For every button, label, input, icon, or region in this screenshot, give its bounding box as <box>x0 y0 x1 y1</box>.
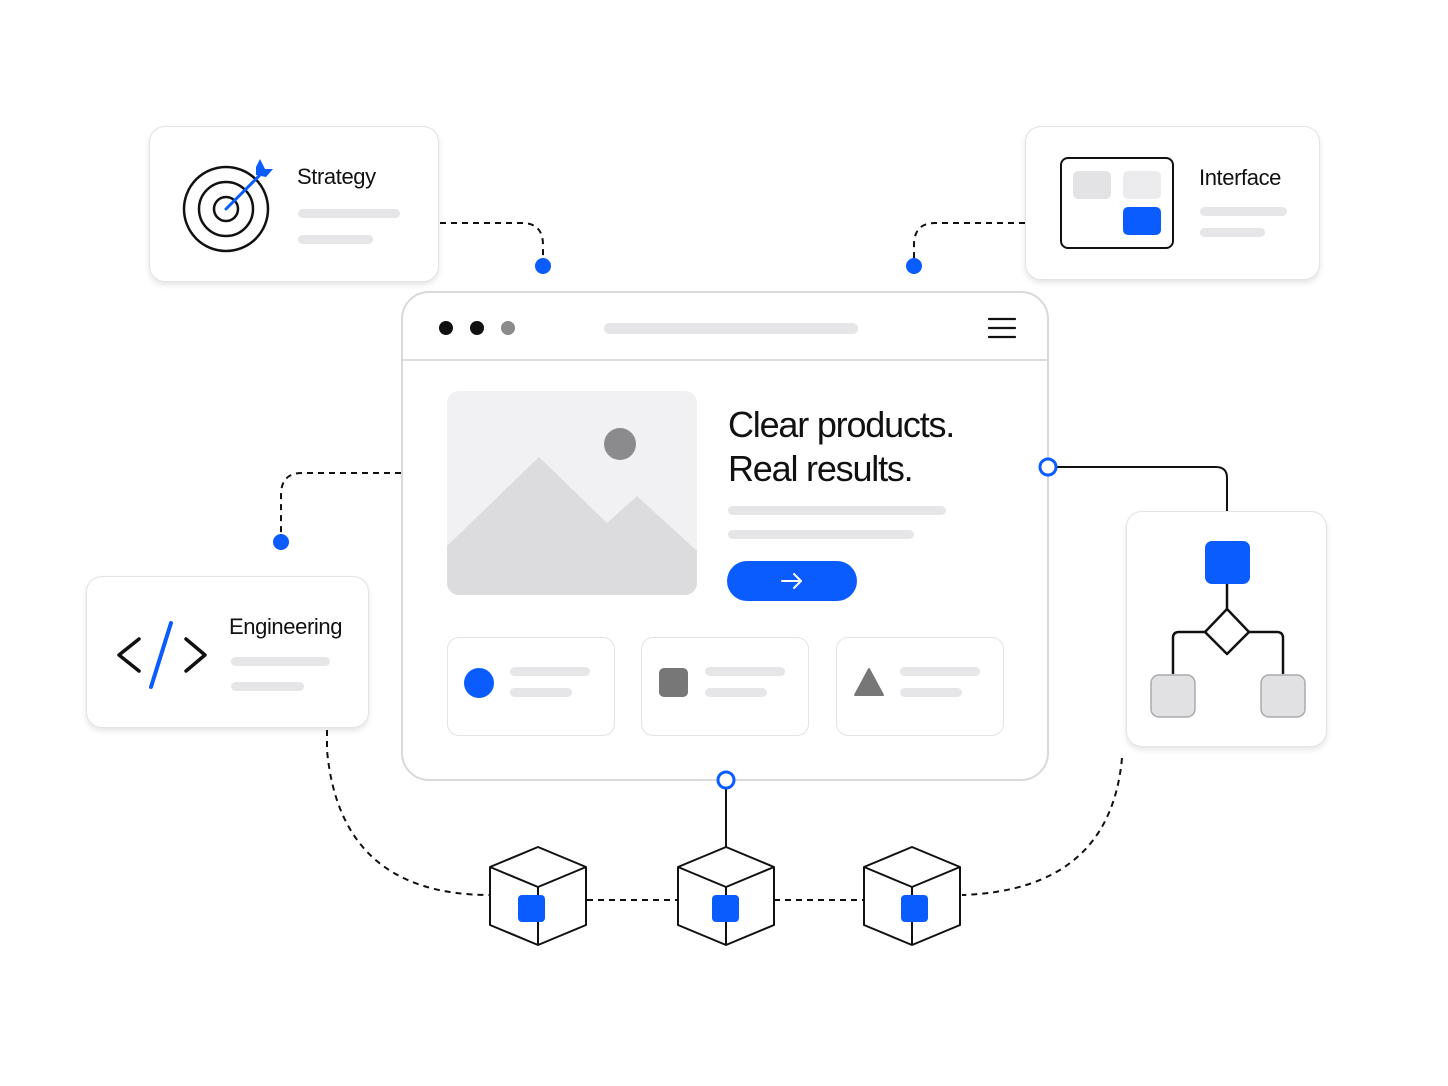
cube-node-2 <box>677 846 775 946</box>
right-bottom-curve <box>961 757 1123 896</box>
flowchart-icon <box>1150 541 1306 718</box>
interface-placeholder-line-2 <box>1200 228 1265 237</box>
triangle-icon <box>854 668 884 696</box>
interface-dot <box>906 258 922 274</box>
feature-1-line-2 <box>510 688 572 697</box>
engineering-placeholder-line-1 <box>231 657 330 666</box>
flowchart-card[interactable] <box>1126 511 1327 747</box>
engineering-title: Engineering <box>229 614 343 639</box>
feature-2-line-1 <box>705 667 785 676</box>
browser-dot-maximize[interactable] <box>501 321 515 335</box>
square-icon <box>659 668 688 697</box>
strategy-placeholder-line-2 <box>298 235 373 244</box>
target-arrow-icon <box>182 159 273 253</box>
interface-card[interactable]: Interface <box>1025 126 1320 280</box>
strategy-title: Strategy <box>297 164 376 189</box>
feature-3-line-2 <box>900 688 962 697</box>
feature-card-3[interactable] <box>836 637 1004 736</box>
strategy-card[interactable]: Strategy <box>149 126 439 282</box>
hamburger-menu-icon[interactable] <box>987 316 1017 340</box>
hero-placeholder-line-1 <box>728 506 946 515</box>
feature-2-line-2 <box>705 688 767 697</box>
interface-connector <box>913 222 1025 262</box>
cube-node-1 <box>489 846 587 946</box>
engineering-connector <box>280 472 401 538</box>
browser-header-divider <box>403 359 1047 361</box>
code-brackets-icon <box>117 621 207 689</box>
flowchart-connector <box>1057 466 1228 513</box>
headline-line-2: Real results. <box>728 448 914 489</box>
feature-3-line-1 <box>900 667 980 676</box>
mountain-image-icon <box>447 391 697 595</box>
engineering-placeholder-line-2 <box>231 682 304 691</box>
headline-line-1: Clear products. <box>728 404 955 445</box>
browser-window: Clear products. Real results. <box>401 291 1049 781</box>
interface-title: Interface <box>1199 165 1282 190</box>
engineering-card[interactable]: Engineering <box>86 576 369 728</box>
strategy-placeholder-line-1 <box>298 209 400 218</box>
feature-card-2[interactable] <box>641 637 809 736</box>
strategy-dot <box>535 258 551 274</box>
feature-card-1[interactable] <box>447 637 615 736</box>
hero-placeholder-line-2 <box>728 530 914 539</box>
cta-button[interactable] <box>727 561 857 601</box>
hero-headline: Clear products. Real results. <box>728 403 955 491</box>
engineering-dot <box>273 534 289 550</box>
image-placeholder <box>447 391 697 595</box>
strategy-connector <box>440 222 544 262</box>
left-bottom-curve <box>326 730 491 896</box>
arrow-right-icon <box>781 573 802 589</box>
address-bar[interactable] <box>604 323 858 334</box>
interface-placeholder-line-1 <box>1200 207 1287 216</box>
browser-dot-close[interactable] <box>439 321 453 335</box>
cube-node-3 <box>863 846 961 946</box>
feature-1-line-1 <box>510 667 590 676</box>
circle-icon <box>464 668 494 698</box>
browser-dot-minimize[interactable] <box>470 321 484 335</box>
layout-grid-icon <box>1060 157 1174 249</box>
